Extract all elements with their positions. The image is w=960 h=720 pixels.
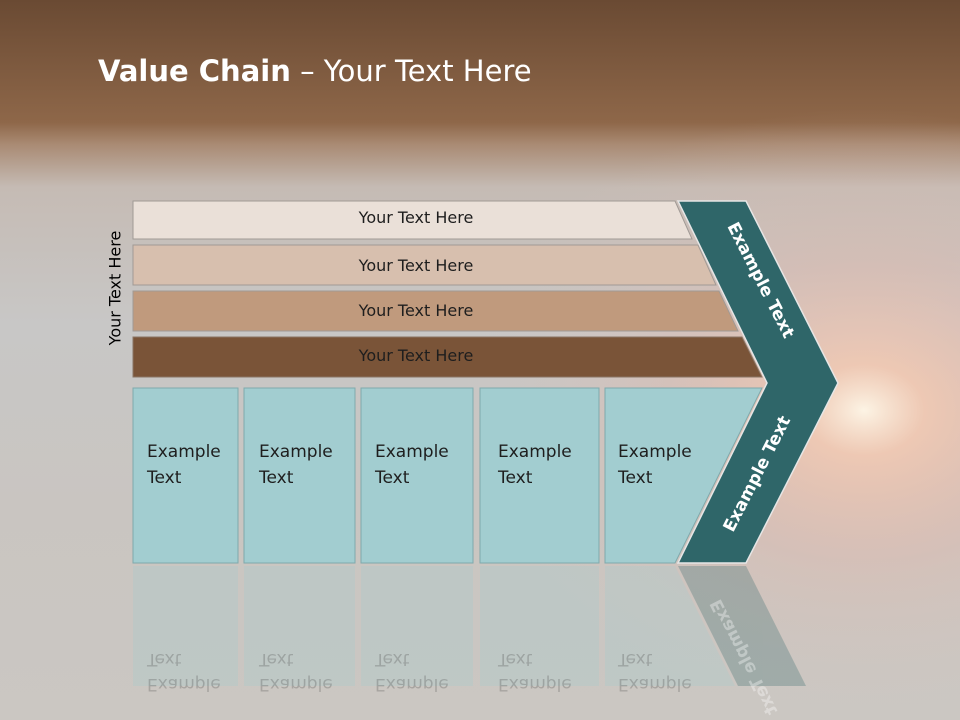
column-1-shape bbox=[132, 387, 239, 564]
row-3-label: Your Text Here bbox=[358, 301, 474, 320]
svg-text:Example: Example bbox=[147, 674, 221, 694]
svg-text:Text: Text bbox=[258, 649, 294, 669]
row-1-label: Your Text Here bbox=[358, 208, 474, 227]
arrow-chevron bbox=[676, 200, 839, 564]
title-bold: Value Chain bbox=[98, 54, 291, 88]
row-4-label: Your Text Here bbox=[358, 346, 474, 365]
svg-text:Text: Text bbox=[617, 649, 653, 669]
title-rest: – Your Text Here bbox=[290, 54, 532, 88]
svg-text:Example: Example bbox=[498, 674, 572, 694]
row-3-shape bbox=[132, 290, 739, 332]
svg-text:Text: Text bbox=[374, 649, 410, 669]
column-2-shape bbox=[243, 387, 356, 564]
svg-text:Example: Example bbox=[259, 674, 333, 694]
row-2-shape bbox=[132, 244, 717, 286]
page-title: Value Chain – Your Text Here bbox=[98, 54, 532, 88]
svg-text:Text: Text bbox=[497, 649, 533, 669]
column-3-shape bbox=[360, 387, 474, 564]
reflection bbox=[133, 566, 806, 686]
reflection-text: Text Example Text Example Text Example T… bbox=[146, 649, 692, 694]
svg-text:Text: Text bbox=[146, 649, 182, 669]
row-2-label: Your Text Here bbox=[358, 256, 474, 275]
svg-text:Example: Example bbox=[618, 674, 692, 694]
row-1-shape bbox=[132, 200, 693, 240]
row-4-shape bbox=[132, 336, 763, 378]
svg-text:Example: Example bbox=[375, 674, 449, 694]
column-4-shape bbox=[479, 387, 600, 564]
column-5-shape bbox=[604, 387, 763, 564]
